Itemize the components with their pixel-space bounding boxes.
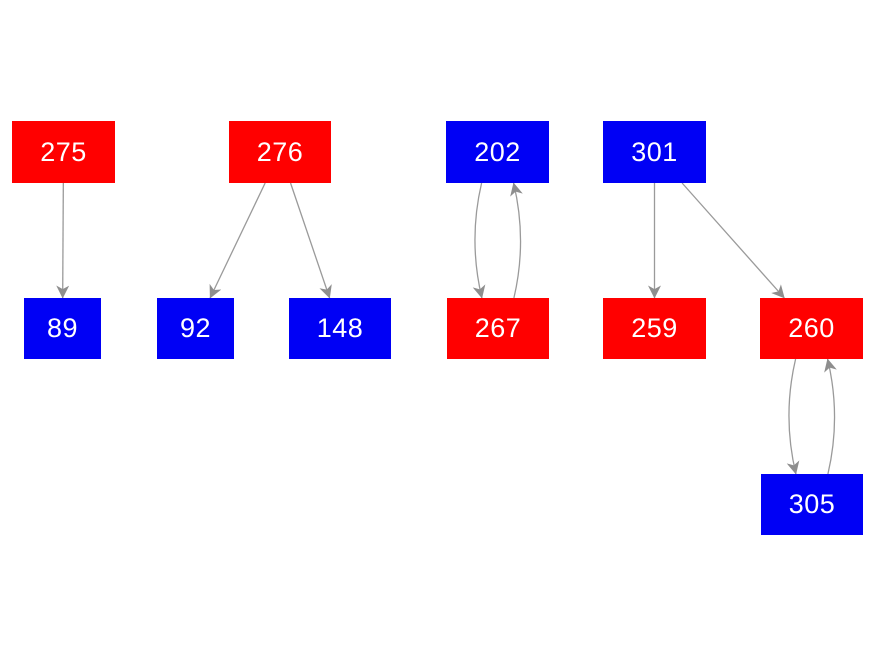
node-label: 260 — [788, 313, 835, 343]
edge-276-to-92 — [209, 182, 266, 299]
node-267: 267 — [447, 298, 549, 359]
node-89: 89 — [24, 298, 101, 359]
edge-260-to-305 — [786, 358, 800, 475]
node-label: 267 — [474, 313, 522, 343]
node-260: 260 — [760, 298, 863, 359]
node-275: 275 — [12, 121, 115, 183]
edge-267-to-202 — [510, 182, 523, 299]
node-label: 259 — [631, 313, 678, 343]
edge-group — [56, 182, 837, 475]
edge-202-to-267 — [472, 182, 486, 299]
node-label: 202 — [474, 136, 521, 167]
node-276: 276 — [229, 121, 331, 183]
node-259: 259 — [603, 298, 706, 359]
node-label: 276 — [256, 136, 304, 167]
node-202: 202 — [446, 121, 549, 183]
node-305: 305 — [761, 474, 863, 535]
node-301: 301 — [603, 121, 706, 183]
node-label: 89 — [46, 313, 79, 343]
node-92: 92 — [157, 298, 234, 359]
node-label: 301 — [631, 136, 678, 167]
edge-301-to-260 — [681, 182, 785, 299]
node-label: 305 — [788, 489, 836, 519]
node-label: 148 — [316, 313, 364, 343]
node-label: 275 — [40, 136, 87, 167]
edge-305-to-260 — [824, 358, 837, 475]
node-label: 92 — [179, 313, 212, 343]
edge-275-to-89 — [56, 182, 70, 299]
edge-276-to-148 — [289, 182, 332, 299]
node-148: 148 — [289, 298, 391, 359]
